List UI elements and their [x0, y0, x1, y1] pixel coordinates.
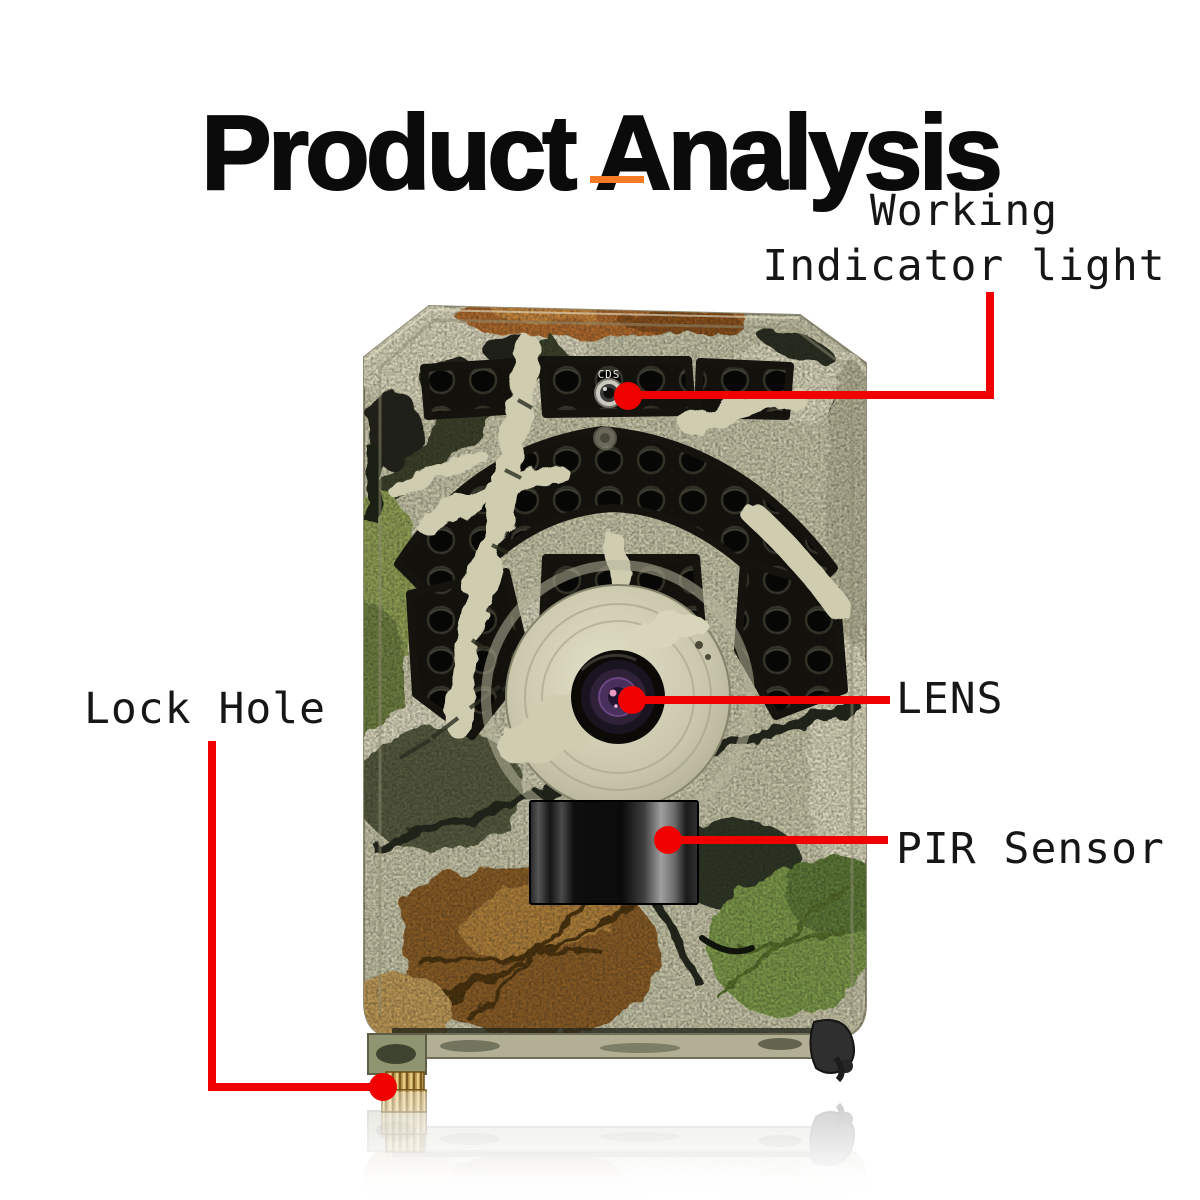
lock-hole-callout-dot: [369, 1073, 397, 1101]
latch-knob: [809, 1019, 855, 1083]
camera-body: CDS: [363, 304, 867, 1083]
working-indicator-label: Working Indicator light: [752, 184, 1176, 294]
lock-hole-leader-vertical: [208, 741, 216, 1091]
pir-leader-line: [664, 836, 888, 844]
working-indicator-leader-vertical: [986, 292, 994, 398]
page-title: Product Analysis: [200, 93, 1004, 213]
lock-hole-leader-horizontal: [208, 1083, 386, 1091]
lens-leader-line: [628, 696, 890, 704]
working-indicator-light: CDS: [594, 368, 624, 408]
lens-callout-dot: [618, 686, 646, 714]
pir-callout-dot: [654, 826, 682, 854]
working-indicator-callout-dot: [614, 382, 642, 410]
working-indicator-label-line1: Working: [869, 186, 1059, 236]
working-indicator-label-line2: Indicator light: [762, 241, 1166, 292]
cds-marking: CDS: [598, 368, 621, 381]
title-divider-dash: [590, 176, 644, 183]
lens-label: LENS: [896, 674, 1004, 724]
working-indicator-leader-horizontal: [630, 391, 994, 399]
light-sensor: [593, 426, 617, 450]
pir-sensor-window: [529, 800, 699, 905]
pir-sensor-label: PIR Sensor: [896, 824, 1165, 874]
lock-hole-label: Lock Hole: [84, 684, 326, 734]
